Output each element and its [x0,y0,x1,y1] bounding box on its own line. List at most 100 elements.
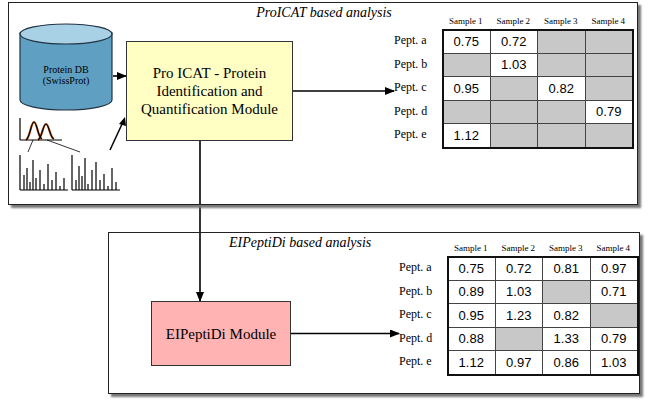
database-label: Protein DB (SwissProt) [31,64,101,87]
value-text: 0.86 [554,355,579,370]
empty-cell [537,100,586,125]
value-text: 0.75 [454,34,479,49]
row-label: Pept. a [394,33,427,48]
column-header: Sample 4 [585,16,633,26]
value-cell: 1.03 [490,53,539,78]
value-cell: 1.03 [590,350,639,375]
row-label: Pept. c [394,80,427,95]
row-label: Pept. d [399,331,432,346]
value-cell: 0.79 [585,100,634,125]
row-label: Pept. d [394,104,427,119]
value-text: 0.82 [554,308,579,323]
row-label: Pept. e [394,127,427,142]
value-cell: 0.88 [447,327,496,352]
value-text: 0.72 [501,34,526,49]
value-cell: 1.23 [495,303,544,328]
flow-arrow [199,141,201,301]
value-text: 1.03 [501,57,526,72]
value-cell: 0.97 [590,256,639,281]
column-header: Sample 1 [447,243,495,253]
value-text: 0.71 [601,284,626,299]
analysis-panel: ProICAT based analysisProtein DB (SwissP… [8,2,638,205]
empty-cell [585,53,634,78]
quantification-table: Sample 1Sample 2Sample 3Sample 4 Pept. a 0… [394,16,634,149]
row-label: Pept. b [394,57,427,72]
panel-heading: EIPeptiDi based analysis [229,235,371,251]
empty-cell [490,76,539,101]
row-label: Pept. b [399,284,432,299]
empty-cell [442,100,491,125]
value-text: 0.79 [596,104,621,119]
value-cell: 0.82 [537,76,586,101]
column-header: Sample 1 [442,16,490,26]
value-text: 1.23 [506,308,531,323]
value-text: 0.82 [549,81,574,96]
value-text: 1.12 [454,128,479,143]
value-cell: 0.82 [542,303,591,328]
value-text: 0.88 [459,331,484,346]
value-text: 1.03 [601,355,626,370]
value-text: 0.97 [506,355,531,370]
value-cell: 0.95 [442,76,491,101]
flow-arrow [291,333,399,335]
value-cell: 1.12 [447,350,496,375]
module-box: EIPeptiDi Module [151,301,291,366]
empty-cell [490,123,539,148]
empty-cell [537,29,586,54]
empty-cell [490,100,539,125]
value-text: 0.95 [454,81,479,96]
value-text: 1.33 [554,331,579,346]
flow-arrow [293,90,394,92]
value-text: 0.89 [459,284,484,299]
column-header: Sample 4 [590,243,638,253]
value-cell: 1.03 [495,280,544,305]
value-text: 0.79 [601,331,626,346]
input-arrow [110,117,126,150]
row-label: Pept. e [399,354,432,369]
quantification-table: Sample 1Sample 2Sample 3Sample 4 Pept. a 0… [399,243,639,376]
empty-cell [537,123,586,148]
value-cell: 0.75 [442,29,491,54]
value-cell: 0.89 [447,280,496,305]
row-label: Pept. c [399,307,432,322]
module-label: EIPeptiDi Module [166,325,276,343]
module-label: Pro ICAT - Protein Identification and Qu… [133,64,286,118]
empty-cell [590,303,639,328]
analysis-panel: EIPeptiDi based analysisEIPeptiDi Module… [108,232,640,394]
flow-arrow [113,75,126,77]
spectra [20,118,120,190]
value-cell: 0.72 [490,29,539,54]
module-box: Pro ICAT - Protein Identification and Qu… [126,41,293,141]
empty-cell [495,327,544,352]
value-cell: 0.71 [590,280,639,305]
value-text: 1.12 [459,355,484,370]
value-cell: 0.81 [542,256,591,281]
value-cell: 0.86 [542,350,591,375]
column-header: Sample 3 [537,16,585,26]
value-cell: 0.75 [447,256,496,281]
empty-cell [442,53,491,78]
row-label: Pept. a [399,260,432,275]
column-header: Sample 3 [542,243,590,253]
value-cell: 1.33 [542,327,591,352]
value-text: 0.72 [506,261,531,276]
value-text: 0.81 [554,261,579,276]
empty-cell [585,29,634,54]
value-cell: 0.95 [447,303,496,328]
value-text: 0.95 [459,308,484,323]
value-text: 0.75 [459,261,484,276]
value-cell: 0.72 [495,256,544,281]
value-text: 0.97 [601,261,626,276]
value-cell: 0.79 [590,327,639,352]
panel-heading: ProICAT based analysis [256,5,392,21]
database-cylinder: Protein DB (SwissProt) [19,23,113,111]
value-text: 1.03 [506,284,531,299]
value-cell: 0.97 [495,350,544,375]
empty-cell [585,76,634,101]
value-cell: 1.12 [442,123,491,148]
empty-cell [585,123,634,148]
empty-cell [537,53,586,78]
empty-cell [542,280,591,305]
column-header: Sample 2 [490,16,538,26]
column-header: Sample 2 [495,243,543,253]
